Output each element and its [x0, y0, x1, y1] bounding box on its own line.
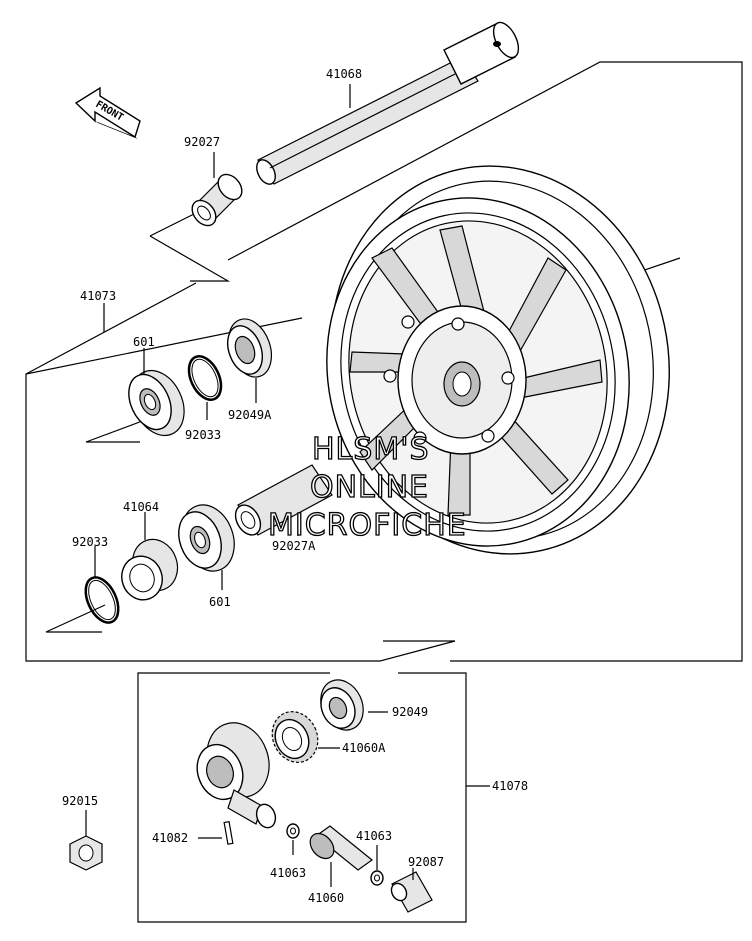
part-number-labels: 41068 92027 41073 601 92033 92049A 41064… [62, 67, 528, 905]
part-41063-washers [286, 823, 384, 886]
part-601-bearing-upper [128, 369, 185, 437]
label-92027A: 92027A [272, 539, 316, 553]
front-direction-arrow: FRONT [74, 86, 141, 139]
part-92027A-collar [234, 464, 333, 536]
part-92033-circlip-upper [187, 355, 223, 401]
part-92015-nut [69, 835, 103, 871]
part-601-bearing-lower [178, 504, 235, 572]
label-41082: 41082 [152, 831, 188, 845]
label-601-upper: 601 [133, 335, 155, 349]
label-92049A: 92049A [228, 408, 272, 422]
watermark-line-2: ONLINE [310, 470, 429, 505]
part-92087-bushing [390, 871, 433, 913]
label-92033-upper: 92033 [185, 428, 221, 442]
label-92015: 92015 [62, 794, 98, 808]
watermark-line-1: HLSM'S [312, 432, 430, 467]
part-41060A-drive-gear [271, 711, 319, 763]
label-41063-left: 41063 [270, 866, 306, 880]
part-92033-circlip-lower [84, 576, 120, 624]
label-41078: 41078 [492, 779, 528, 793]
part-41060-pinion-gear [309, 825, 373, 871]
label-41073: 41073 [80, 289, 116, 303]
speedometer-gear-box [137, 672, 467, 923]
part-92049-oil-seal [320, 679, 364, 731]
part-41082-pin [223, 820, 234, 845]
label-41060A: 41060A [342, 741, 386, 755]
label-92033-lower: 92033 [72, 535, 108, 549]
watermark: HLSM'S ONLINE MICROFICHE [267, 431, 467, 543]
part-41068-axle [256, 21, 520, 185]
label-41063-right: 41063 [356, 829, 392, 843]
label-41064: 41064 [123, 500, 159, 514]
front-wheel-rim [326, 165, 670, 555]
leader-lines [85, 84, 490, 887]
label-41060: 41060 [308, 891, 344, 905]
part-41064-spacer [121, 538, 179, 601]
watermark-line-3: MICROFICHE [268, 508, 467, 543]
label-92027: 92027 [184, 135, 220, 149]
assembly-frame-lines [25, 61, 743, 662]
part-41078-gear-housing [196, 722, 277, 829]
label-601-lower: 601 [209, 595, 231, 609]
label-92087: 92087 [408, 855, 444, 869]
part-92049A-oil-seal [227, 318, 273, 378]
label-41068: 41068 [326, 67, 362, 81]
part-92027-collar [191, 173, 243, 227]
label-92049: 92049 [392, 705, 428, 719]
